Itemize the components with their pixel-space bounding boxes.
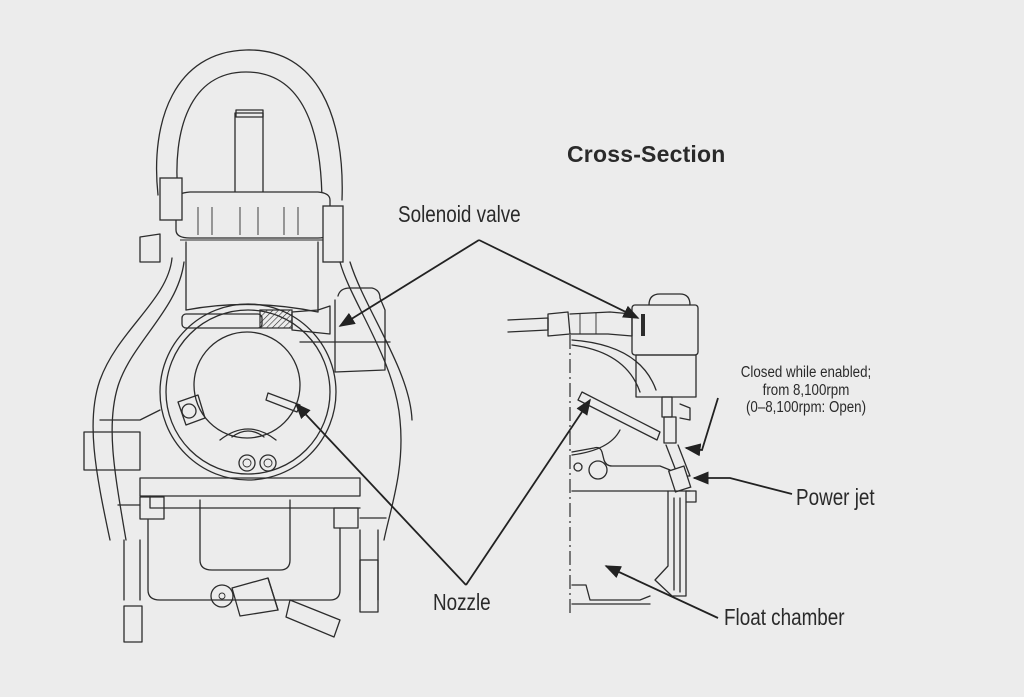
- hose-clamp-right: [322, 205, 344, 263]
- arrow-valve-note: [684, 397, 719, 457]
- throttle-bore: [159, 303, 337, 481]
- hose-clamp-left: [159, 177, 183, 221]
- nozzle-cross-section: [577, 391, 661, 441]
- drain-fitting: [210, 577, 341, 638]
- idle-screw-knob: [139, 233, 161, 263]
- solenoid-valve-body: [631, 293, 699, 398]
- arrow-float-chamber: [604, 565, 719, 619]
- diagram-title: Cross-Section: [567, 141, 726, 167]
- power-jet-passage: [661, 396, 692, 493]
- solenoid-front: [181, 305, 331, 335]
- label-solenoid-valve: Solenoid valve: [398, 201, 521, 227]
- valve-note-line: (0–8,100rpm: Open): [745, 399, 867, 416]
- carburetor-front-view: [83, 49, 413, 643]
- float-chamber-wall: [654, 490, 687, 597]
- leader-lines: [294, 239, 793, 619]
- valve-note-line: Closed while enabled;: [740, 364, 872, 381]
- arrow-power-jet: [692, 471, 793, 495]
- cap-stem: [234, 109, 264, 198]
- label-float-chamber: Float chamber: [724, 604, 845, 630]
- label-nozzle: Nozzle: [433, 589, 491, 615]
- float-bowl-flange: [117, 477, 387, 529]
- arrow-solenoid-section: [478, 239, 640, 319]
- float-bowl-front: [147, 519, 341, 601]
- arrow-nozzle-section: [465, 398, 591, 586]
- label-valve-note: Closed while enabled; from 8,100rpm (0–8…: [715, 364, 897, 417]
- top-cap: [175, 191, 331, 241]
- arrow-nozzle-front: [294, 402, 467, 586]
- vent-hose-loop: [155, 49, 343, 206]
- solenoid-connector: [507, 311, 633, 337]
- arrow-solenoid-front: [338, 239, 480, 327]
- label-power-jet: Power jet: [796, 484, 875, 510]
- carburetor-cross-section: [507, 293, 699, 615]
- valve-note-line: from 8,100rpm: [762, 381, 850, 399]
